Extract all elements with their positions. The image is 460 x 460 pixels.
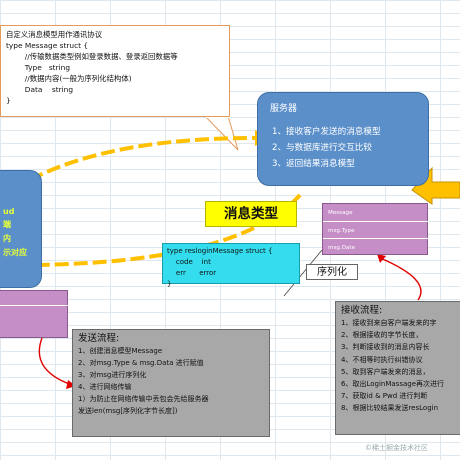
message-model-box: Message msg.Type msg.Date: [322, 203, 429, 255]
message-row: msg.Date: [328, 245, 356, 251]
send-step: 1、创建消息模型Message: [78, 347, 163, 355]
struct-line: code int: [167, 258, 211, 266]
server-box: 服务器 1、接收客户发送的消息模型 2、与数据库进行交互比较 3、返回结果消息模…: [257, 92, 429, 186]
client-text: 示对应: [3, 248, 27, 257]
send-step: 4、进行网络传输: [78, 383, 132, 391]
callout-pointer: [203, 115, 239, 151]
receive-step: 1、接收到来自客户端发来的字: [341, 319, 437, 327]
receive-step: 8、根据比较结果发送resLogin: [341, 404, 439, 413]
receive-connector: [379, 257, 422, 301]
code-line: 自定义消息模型用作通讯协议: [6, 30, 103, 39]
code-line: type Message struct {: [6, 41, 89, 50]
server-item: 3、返回结果消息模型: [272, 159, 355, 169]
server-item: 2、与数据库进行交互比较: [272, 143, 372, 153]
server-title: 服务器: [270, 104, 298, 114]
send-flow-title: 发送流程:: [78, 333, 120, 344]
struct-line: err error: [167, 269, 217, 277]
receive-step: 5、取到客户端发来的消息，: [341, 367, 430, 376]
receive-step: 2、根据接收的字节长度，: [341, 331, 423, 340]
client-text: 端: [3, 220, 11, 229]
send-connector: [38, 337, 73, 386]
receive-step: 3、判断接收到的消息内容长: [341, 343, 430, 352]
message-divider: [323, 238, 429, 239]
send-arrow: [29, 136, 256, 182]
client-text: 内: [3, 234, 11, 243]
code-line: //传输数据类型例如登录数据、登录返回数据等: [6, 52, 178, 61]
message-type-label: 消息类型: [205, 201, 297, 227]
watermark: ©稀土掘金技术社区: [365, 444, 428, 452]
code-line: Type string: [6, 63, 71, 72]
client-message-box: [0, 290, 69, 338]
send-step: 1）为防止在网络传输中丢包会先给服务器: [78, 395, 209, 403]
code-line: Data string: [6, 85, 74, 94]
serialize-label: 序列化: [306, 264, 358, 280]
struct-line: }: [167, 280, 172, 288]
serialize-pointer-line: [283, 249, 323, 297]
receive-connector-head: [377, 254, 386, 263]
client-message-divider: [0, 305, 69, 306]
send-step: 3、对msg进行序列化: [78, 371, 147, 379]
client-text: ud: [3, 207, 15, 216]
code-line: }: [6, 96, 11, 105]
send-step: 发送len(msg[序列化字节长度]): [78, 407, 178, 415]
receive-flow-box: 接收流程: 1、接收到来自客户端发来的字 2、根据接收的字节长度， 3、判断接收…: [335, 301, 460, 435]
message-struct-callout: 自定义消息模型用作通讯协议 type Message struct { //传输…: [0, 25, 230, 117]
message-row: Message: [328, 210, 353, 216]
receive-step: 6、取出LoginMassage再次进行: [341, 380, 445, 389]
send-flow-box: 发送流程: 1、创建消息模型Message 2、对msg.Type & msg.…: [72, 329, 270, 437]
receive-flow-title: 接收流程:: [341, 305, 383, 316]
code-line: //数据内容(一般为序列化结构体): [6, 74, 132, 83]
client-box: ud 端 内 示对应: [0, 170, 42, 288]
message-divider: [323, 221, 429, 222]
receive-step: 4、不相等时执行纠错协议: [341, 355, 423, 364]
struct-line: type resloginMessage struct {: [167, 247, 273, 255]
login-struct-box: type resloginMessage struct { code int e…: [162, 243, 300, 288]
receive-step: 7、获取id & Pwd 进行判断: [341, 392, 428, 401]
server-item: 1、接收客户发送的消息模型: [272, 127, 381, 137]
message-row: msg.Type: [328, 228, 355, 234]
send-step: 2、对msg.Type & msg.Data 进行赋值: [78, 359, 204, 367]
